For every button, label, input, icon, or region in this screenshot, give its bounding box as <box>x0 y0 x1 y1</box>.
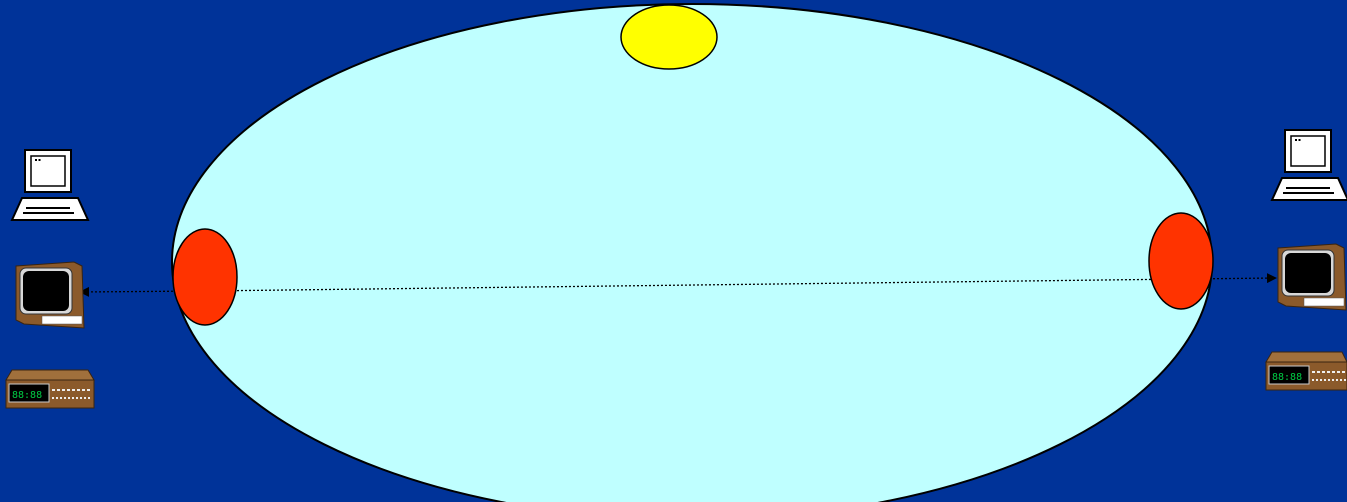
clock-display: 88:88 <box>12 390 42 401</box>
top-node <box>621 5 717 69</box>
edge-node-left <box>173 229 237 325</box>
television-icon <box>1278 244 1346 310</box>
television-icon <box>16 262 84 328</box>
clock-display: 88:88 <box>1272 372 1302 383</box>
edge-node-right <box>1149 213 1213 309</box>
clock-radio-icon: 88:88 <box>1266 352 1347 390</box>
clock-radio-icon: 88:88 <box>6 370 94 408</box>
network-ellipse <box>172 4 1212 502</box>
